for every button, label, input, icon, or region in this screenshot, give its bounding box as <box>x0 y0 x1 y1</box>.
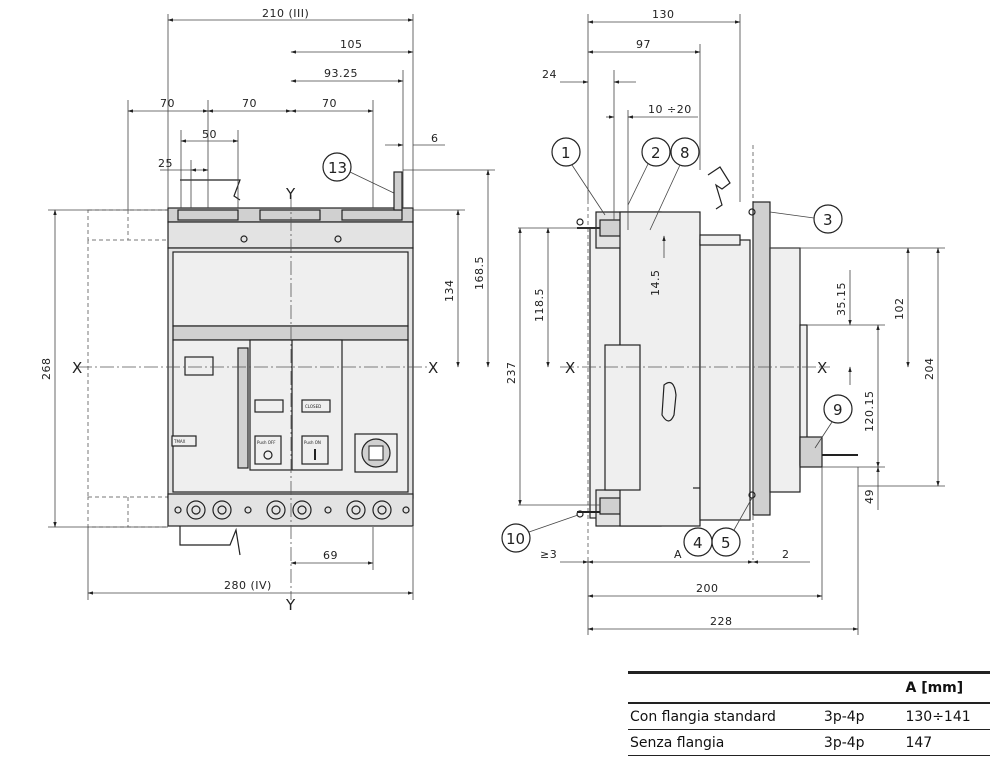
dim-49: 49 <box>863 489 876 504</box>
dim-120-15: 120.15 <box>863 391 876 433</box>
row-value: 147 <box>905 734 933 751</box>
callout-8 <box>670 137 700 167</box>
dim-10-20: 10 ÷20 <box>648 103 692 116</box>
handle-stub <box>799 436 823 468</box>
dim-200: 200 <box>696 582 719 595</box>
callout-2 <box>641 137 671 167</box>
dim-70-c: 70 <box>322 97 337 110</box>
callout-10 <box>501 523 531 553</box>
dim-210: 210 (III) <box>262 7 309 20</box>
table-row: Con flangia standard 3p-4p 130÷141 <box>628 704 990 730</box>
technical-drawing: CLOSED Push OFF Push ON TMAX <box>40 7 945 635</box>
callout-4-label: 4 <box>693 534 703 552</box>
row-label: Con flangia standard <box>630 708 776 725</box>
brand-label: TMAX <box>173 439 186 444</box>
dim-14-5: 14.5 <box>649 270 662 297</box>
push-on-label: Push ON <box>304 440 321 445</box>
dim-25: 25 <box>158 157 173 170</box>
callout-3 <box>813 204 843 234</box>
x-axis-label-left: X <box>72 359 82 377</box>
dim-237: 237 <box>505 362 518 385</box>
dim-134: 134 <box>443 280 456 303</box>
closed-indicator <box>301 399 331 413</box>
side-view: X X 130 97 24 10 ÷20 14.5 118.5 237 <box>501 8 945 635</box>
callout-1 <box>551 137 581 167</box>
closed-label: CLOSED <box>305 404 321 409</box>
x-axis-label-side-left: X <box>565 359 575 377</box>
dim-70-b: 70 <box>242 97 257 110</box>
dim-268: 268 <box>40 358 53 381</box>
dim-6: 6 <box>431 132 439 145</box>
x-axis-label-right: X <box>428 359 438 377</box>
callout-5 <box>711 527 741 557</box>
row-poles: 3p-4p <box>823 734 865 751</box>
callout-1-label: 1 <box>561 144 571 162</box>
dim-35-15: 35.15 <box>835 282 848 316</box>
dim-118-5: 118.5 <box>533 288 546 322</box>
bottom-terminal-block <box>167 493 414 527</box>
dim-105: 105 <box>340 38 363 51</box>
bottom-terminal-screws <box>174 500 410 520</box>
top-terminal-cover <box>167 221 414 249</box>
mounting-flange <box>752 201 771 516</box>
callout-13 <box>322 152 352 182</box>
callout-2-label: 2 <box>651 144 661 162</box>
row-label: Senza flangia <box>630 734 725 751</box>
callout-9-label: 9 <box>833 401 843 419</box>
dim-168-5: 168.5 <box>473 256 486 290</box>
dim-93-25: 93.25 <box>324 67 358 80</box>
lever-guide <box>237 347 249 469</box>
dim-2: 2 <box>782 548 790 561</box>
dim-102: 102 <box>893 298 906 321</box>
callout-9 <box>823 394 853 424</box>
table-header: A [mm] <box>628 674 990 704</box>
callout-3-label: 3 <box>823 211 833 229</box>
dim-24: 24 <box>542 68 557 81</box>
dim-ge-3: ≥3 <box>540 548 557 561</box>
dim-130: 130 <box>652 8 675 21</box>
table-row: Senza flangia 3p-4p 147 <box>628 730 990 756</box>
callout-5-label: 5 <box>721 534 731 552</box>
dim-97: 97 <box>636 38 651 51</box>
trip-unit-window <box>184 356 214 376</box>
push-off-label: Push OFF <box>257 440 276 445</box>
x-axis-label-side-right: X <box>817 359 827 377</box>
callout-13-label: 13 <box>328 159 347 177</box>
y-axis-label-top: Y <box>285 185 296 203</box>
front-view: CLOSED Push OFF Push ON TMAX <box>40 7 495 614</box>
dim-228: 228 <box>710 615 733 628</box>
brand-plate <box>171 435 197 447</box>
status-indicator <box>254 399 284 413</box>
front-cover-side <box>699 239 751 521</box>
dim-69: 69 <box>323 549 338 562</box>
dim-280: 280 (IV) <box>224 579 272 592</box>
row-poles: 3p-4p <box>823 708 865 725</box>
dimension-table: A [mm] Con flangia standard 3p-4p 130÷14… <box>628 671 990 756</box>
dim-50: 50 <box>202 128 217 141</box>
flange-inner <box>769 247 801 493</box>
dim-70-a: 70 <box>160 97 175 110</box>
y-axis-label-bottom: Y <box>285 596 296 614</box>
dim-A: A <box>674 548 682 561</box>
table-header-col3: A [mm] <box>905 680 964 696</box>
dim-204: 204 <box>923 358 936 381</box>
callout-8-label: 8 <box>680 144 690 162</box>
cover-band <box>172 325 409 341</box>
callout-10-label: 10 <box>506 530 525 548</box>
row-value: 130÷141 <box>905 708 971 725</box>
cover-plate <box>172 251 409 327</box>
